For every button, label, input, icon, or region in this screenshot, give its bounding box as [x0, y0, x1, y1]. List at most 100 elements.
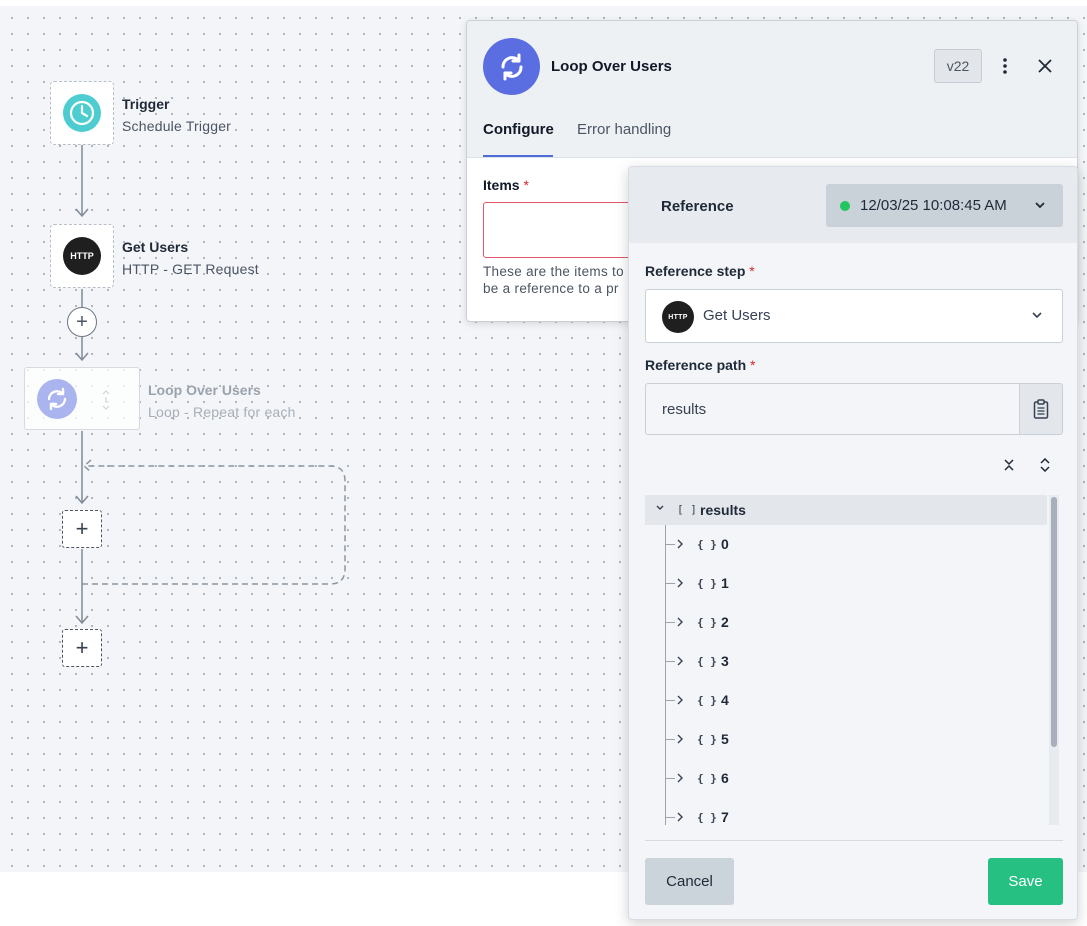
tree-branch-line: [665, 739, 675, 740]
chevron-down-icon[interactable]: [655, 503, 665, 513]
add-next-step-button[interactable]: +: [62, 629, 102, 667]
expand-all-button[interactable]: [1035, 455, 1055, 475]
drag-handle-icon[interactable]: [102, 390, 110, 410]
tree-item-label: 3: [721, 653, 729, 669]
panel-title: Loop Over Users: [551, 58, 672, 75]
object-icon: { }: [697, 811, 717, 824]
tab-configure[interactable]: Configure: [483, 121, 554, 138]
tree-item-label: 7: [721, 809, 729, 825]
tree-item-row[interactable]: { } 2: [645, 603, 1047, 642]
tree-item-label: 0: [721, 536, 729, 552]
loop-node-subtitle: Loop - Repeat for each: [148, 404, 296, 420]
paste-path-button[interactable]: [1019, 383, 1063, 435]
reference-step-select[interactable]: HTTP Get Users: [645, 289, 1063, 343]
loop-icon: [37, 379, 77, 419]
loop-icon: [483, 38, 540, 95]
close-panel-button[interactable]: [1033, 54, 1057, 78]
reference-step-label: Reference step *: [645, 263, 755, 279]
plus-icon: +: [75, 635, 89, 660]
status-dot: [840, 200, 850, 211]
add-loop-step-button[interactable]: +: [62, 510, 102, 548]
tree-item-label: 5: [721, 731, 729, 747]
tree-branch-line: [665, 817, 675, 818]
reference-tree: [ ] results { } 0 { } 1 { } 2 { } 3 { } 4 { } 5 { } 6…: [645, 495, 1063, 825]
tab-error-handling[interactable]: Error handling: [577, 121, 672, 138]
panel-header: Loop Over Users v22 Configure Error hand…: [467, 21, 1077, 158]
expand-all-icon: [1040, 458, 1050, 472]
collapse-all-icon: [1004, 459, 1014, 471]
object-icon: { }: [697, 733, 717, 746]
tree-item-row[interactable]: { } 5: [645, 720, 1047, 759]
trigger-node-box[interactable]: [50, 81, 114, 145]
trigger-node-subtitle: Schedule Trigger: [122, 118, 232, 134]
tree-root-results[interactable]: [ ] results: [645, 495, 1047, 525]
tree-branch-line: [665, 583, 675, 584]
loop-node-box[interactable]: [24, 367, 140, 430]
chevron-right-icon[interactable]: [675, 732, 685, 746]
reference-title: Reference: [661, 198, 734, 215]
tree-branch-line: [665, 622, 675, 623]
clipboard-icon: [1033, 399, 1049, 419]
tree-item-row[interactable]: { } 3: [645, 642, 1047, 681]
reference-path-label: Reference path *: [645, 357, 756, 373]
save-button[interactable]: Save: [988, 858, 1063, 905]
chevron-right-icon[interactable]: [675, 576, 685, 590]
run-timestamp: 12/03/25 10:08:45 AM: [860, 197, 1007, 214]
footer-divider: [645, 840, 1063, 841]
object-icon: { }: [697, 616, 717, 629]
close-icon: [1038, 59, 1052, 73]
object-icon: { }: [697, 694, 717, 707]
active-tab-indicator: [483, 155, 553, 157]
plus-icon: +: [76, 311, 88, 333]
clock-icon: [63, 94, 101, 132]
chevron-right-icon[interactable]: [675, 537, 685, 551]
chevron-down-icon: [1032, 312, 1042, 319]
object-icon: { }: [697, 772, 717, 785]
cancel-button[interactable]: Cancel: [645, 858, 734, 905]
reference-popover: Reference 12/03/25 10:08:45 AM Reference…: [628, 166, 1078, 920]
tree-item-row[interactable]: { } 0: [645, 525, 1047, 564]
loop-node-title: Loop Over Users: [148, 382, 261, 398]
object-icon: { }: [697, 538, 717, 551]
get-users-node-box[interactable]: HTTP: [50, 224, 114, 288]
http-icon: HTTP: [662, 301, 694, 333]
chevron-right-icon[interactable]: [675, 654, 685, 668]
more-options-button[interactable]: [995, 54, 1015, 78]
connector-lines: [75, 145, 346, 625]
add-step-button[interactable]: +: [67, 307, 97, 337]
tree-branch-line: [665, 778, 675, 779]
chevron-right-icon[interactable]: [675, 771, 685, 785]
array-icon: [ ]: [677, 503, 697, 516]
http-icon: HTTP: [63, 237, 101, 275]
tree-item-label: 6: [721, 770, 729, 786]
tree-branch-line: [665, 544, 675, 545]
chevron-right-icon[interactable]: [675, 693, 685, 707]
tree-item-row[interactable]: { } 7: [645, 798, 1047, 825]
tree-branch-line: [665, 700, 675, 701]
collapse-all-button[interactable]: [999, 455, 1019, 475]
reference-path-input[interactable]: results: [645, 383, 1020, 435]
object-icon: { }: [697, 655, 717, 668]
tree-item-row[interactable]: { } 4: [645, 681, 1047, 720]
reference-step-value: Get Users: [703, 307, 771, 324]
object-icon: { }: [697, 577, 717, 590]
tree-item-label: 1: [721, 575, 729, 591]
version-badge[interactable]: v22: [934, 49, 982, 83]
chevron-right-icon[interactable]: [675, 810, 685, 824]
chevron-right-icon[interactable]: [675, 615, 685, 629]
tree-branch-line: [665, 661, 675, 662]
tree-scrollbar-thumb[interactable]: [1051, 497, 1057, 747]
tree-item-label: 4: [721, 692, 729, 708]
chevron-down-icon: [1035, 202, 1045, 209]
tree-guide-line: [665, 525, 666, 825]
tree-item-label: 2: [721, 614, 729, 630]
get-users-node-title: Get Users: [122, 239, 189, 255]
tree-item-row[interactable]: { } 1: [645, 564, 1047, 603]
tree-item-row[interactable]: { } 6: [645, 759, 1047, 798]
run-timestamp-dropdown[interactable]: 12/03/25 10:08:45 AM: [826, 184, 1063, 227]
tree-node-label: results: [700, 502, 746, 518]
get-users-node-subtitle: HTTP - GET Request: [122, 261, 259, 277]
reference-header: Reference 12/03/25 10:08:45 AM: [629, 167, 1077, 243]
trigger-node-title: Trigger: [122, 96, 170, 112]
